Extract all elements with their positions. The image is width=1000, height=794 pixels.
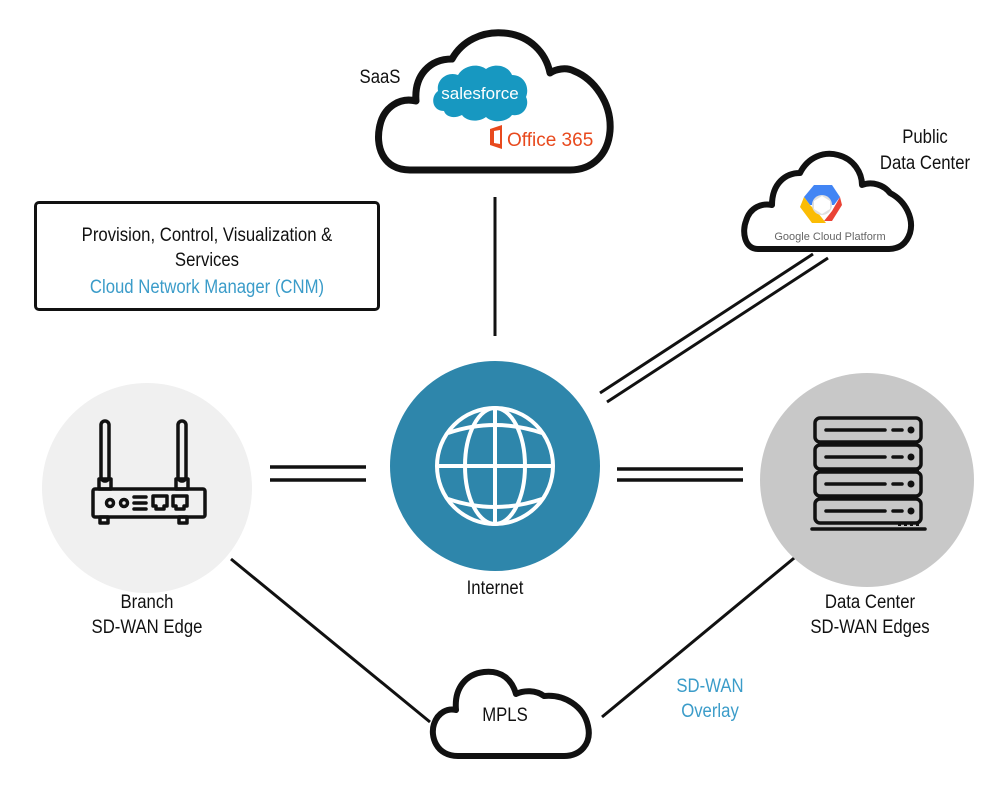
- salesforce-logo: [433, 65, 528, 122]
- cnm-title: Cloud Network Manager (CNM): [89, 277, 325, 298]
- public-dc-label-line1: Public: [902, 127, 948, 148]
- branch-label-line2: SD-WAN Edge: [91, 617, 203, 638]
- mpls-label: MPLS: [482, 705, 528, 726]
- branch-label-line1: Branch: [120, 592, 174, 613]
- mpls-cloud: [429, 668, 592, 759]
- overlay-label-line1: SD-WAN: [676, 676, 744, 697]
- office-icon: [490, 125, 502, 149]
- cnm-line1: Provision, Control, Visualization &: [81, 225, 333, 246]
- saas-label: SaaS: [359, 67, 401, 88]
- gcp-internet-link-b: [606, 256, 829, 404]
- gcp-internet-link-a: [599, 252, 814, 395]
- gcp-logo-icon: [800, 185, 842, 223]
- cnm-line2: Services: [174, 250, 240, 271]
- overlay-label-line2: Overlay: [681, 701, 739, 722]
- gcp-cloud: Google Cloud Platform: [741, 150, 914, 252]
- branch-node: [42, 383, 252, 593]
- internet-node: [390, 361, 600, 571]
- mpls-dc-link: [601, 552, 800, 719]
- public-dc-label-line2: Data Center: [879, 153, 971, 174]
- data-center-node: [760, 373, 974, 587]
- saas-cloud: salesforce Office 365: [375, 29, 614, 174]
- gcp-text: Google Cloud Platform: [774, 231, 885, 243]
- salesforce-text: salesforce: [441, 84, 518, 103]
- dc-label-line2: SD-WAN Edges: [810, 617, 930, 638]
- server-rack-icon: [810, 416, 927, 531]
- office365-text: Office 365: [507, 130, 593, 151]
- router-icon: [91, 419, 207, 525]
- globe-icon: [435, 406, 555, 526]
- internet-label: Internet: [466, 578, 524, 599]
- dc-label-line1: Data Center: [824, 592, 916, 613]
- branch-mpls-link: [230, 557, 431, 724]
- cnm-box: Provision, Control, Visualization & Serv…: [34, 201, 380, 311]
